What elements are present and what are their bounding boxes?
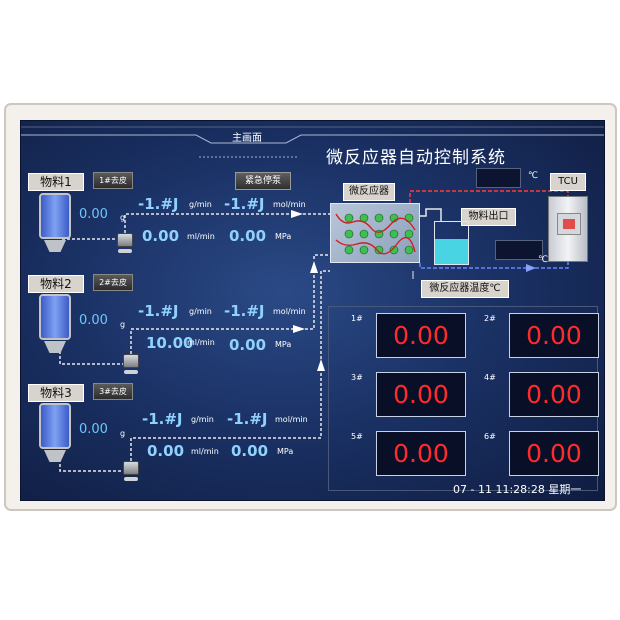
reactor-label: 微反应器 <box>343 183 395 201</box>
main-screen-tab[interactable]: 主画面 <box>232 133 262 144</box>
tcu-label: TCU <box>550 173 586 191</box>
hmi-screen: 主画面 微反应器自动控制系统 紧急停泵 物料1 1#去皮 0.00 g -1.#… <box>20 120 605 501</box>
material-3-hopper-icon <box>39 403 71 449</box>
monitor-frame: 主画面 微反应器自动控制系统 紧急停泵 物料1 1#去皮 0.00 g -1.#… <box>4 103 617 511</box>
reactor-temperature-label: 微反应器温度℃ <box>421 280 509 298</box>
temperature-4-value: 0.00 <box>509 372 599 417</box>
datetime-display: 07 - 11 11:28:28 星期一 <box>453 483 582 496</box>
material-1-tare-button[interactable]: 1#去皮 <box>93 172 133 189</box>
material-1-weight-unit: g <box>120 213 126 222</box>
material-3-weight-unit: g <box>120 429 126 438</box>
material-1-label: 物料1 <box>28 173 84 191</box>
emergency-stop-button[interactable]: 紧急停泵 <box>235 172 291 190</box>
material-2-volume-flow: 10.00 <box>146 334 194 352</box>
temperature-1-num: 1# <box>351 314 363 323</box>
material-2-weight: 0.00 <box>79 313 108 328</box>
temperature-unit-2: ℃ <box>538 255 549 265</box>
material-3-pressure: 0.00 <box>231 442 269 460</box>
temperature-5-num: 5# <box>351 432 363 441</box>
temperature-1-value: 0.00 <box>376 313 466 358</box>
material-1-pump-base-icon <box>118 249 132 253</box>
material-3-pump-base-icon <box>124 477 138 481</box>
material-1-volume-flow: 0.00 <box>142 227 180 245</box>
material-3-mass-flow: -1.#J <box>142 410 183 428</box>
temperature-grid: 1# 0.00 2# 0.00 3# 0.00 4# 0.00 5# 0.00 … <box>328 306 599 491</box>
material-2-mass-flow-unit: g/min <box>189 307 212 316</box>
temperature-unit-1: ℃ <box>528 171 539 181</box>
material-2-volume-flow-unit: ml/min <box>187 338 215 347</box>
material-1-pump-icon <box>117 233 133 247</box>
temperature-2-value: 0.00 <box>509 313 599 358</box>
material-2-molar-flow: -1.#J <box>224 302 265 320</box>
material-3-molar-flow: -1.#J <box>227 410 268 428</box>
material-2-pressure: 0.00 <box>229 336 267 354</box>
material-2-pump-base-icon <box>124 370 138 374</box>
material-3-label: 物料3 <box>28 384 84 402</box>
material-3-mass-flow-unit: g/min <box>191 415 214 424</box>
material-2-pump-icon <box>123 354 139 368</box>
material-outlet-label: 物料出口 <box>461 208 516 226</box>
material-3-molar-flow-unit: mol/min <box>275 415 308 424</box>
material-2-mass-flow: -1.#J <box>138 302 179 320</box>
material-1-molar-flow-unit: mol/min <box>273 200 306 209</box>
material-2-hopper-icon <box>39 294 71 340</box>
material-1-pressure-unit: MPa <box>275 232 292 241</box>
microreactor-channels-icon <box>335 213 416 255</box>
system-title: 微反应器自动控制系统 <box>326 148 506 168</box>
material-3-tare-button[interactable]: 3#去皮 <box>93 383 133 400</box>
outlet-beaker-icon <box>434 221 469 265</box>
material-1-weight: 0.00 <box>79 207 108 222</box>
material-1-mass-flow-unit: g/min <box>189 200 212 209</box>
material-2-hopper-valve-icon <box>44 341 66 353</box>
temperature-5-value: 0.00 <box>376 431 466 476</box>
tcu-indicator-icon <box>563 219 575 229</box>
material-1-hopper-icon <box>39 193 71 239</box>
material-3-volume-flow: 0.00 <box>147 442 185 460</box>
material-1-pressure: 0.00 <box>229 227 267 245</box>
tcu-unit-icon <box>548 196 588 262</box>
material-3-pump-icon <box>123 461 139 475</box>
material-1-molar-flow: -1.#J <box>224 195 265 213</box>
temperature-3-num: 3# <box>351 373 363 382</box>
material-1-volume-flow-unit: ml/min <box>187 232 215 241</box>
material-2-molar-flow-unit: mol/min <box>273 307 306 316</box>
material-3-weight: 0.00 <box>79 422 108 437</box>
temperature-readout-box-2 <box>495 240 543 260</box>
temperature-readout-box-1 <box>476 168 521 188</box>
temperature-2-num: 2# <box>484 314 496 323</box>
material-3-volume-flow-unit: ml/min <box>191 447 219 456</box>
temperature-6-value: 0.00 <box>509 431 599 476</box>
temperature-3-value: 0.00 <box>376 372 466 417</box>
material-2-label: 物料2 <box>28 275 84 293</box>
flow-lines <box>21 126 604 472</box>
microreactor-icon <box>330 203 420 263</box>
material-2-weight-unit: g <box>120 320 126 329</box>
material-2-pressure-unit: MPa <box>275 340 292 349</box>
material-2-tare-button[interactable]: 2#去皮 <box>93 274 133 291</box>
material-3-hopper-valve-icon <box>44 450 66 462</box>
temperature-6-num: 6# <box>484 432 496 441</box>
material-1-hopper-valve-icon <box>44 240 66 252</box>
material-3-pressure-unit: MPa <box>277 447 294 456</box>
temperature-4-num: 4# <box>484 373 496 382</box>
material-1-mass-flow: -1.#J <box>138 195 179 213</box>
